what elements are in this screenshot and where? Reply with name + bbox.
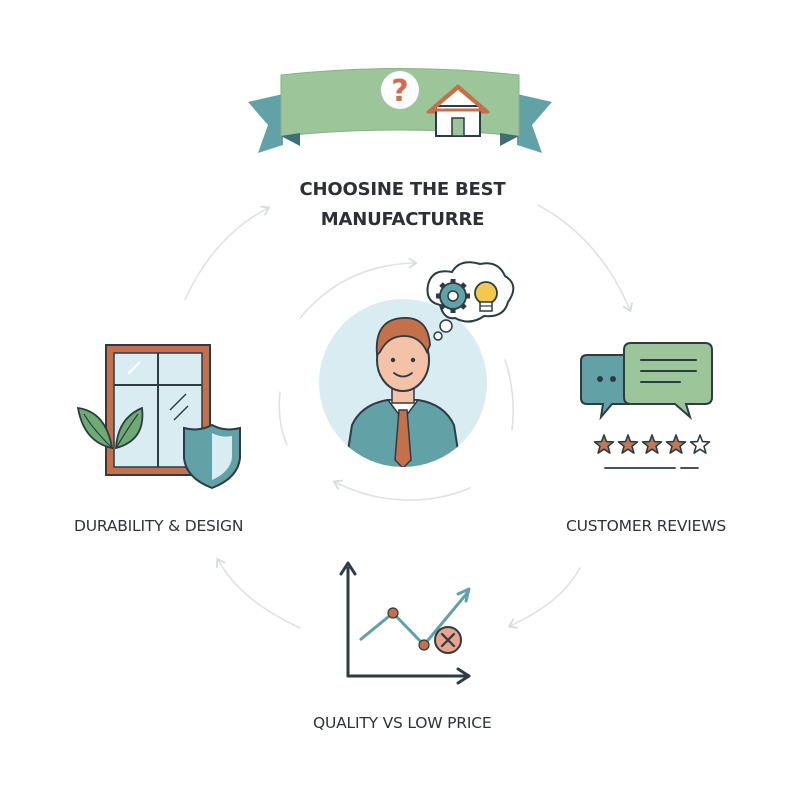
gear-icon (436, 279, 470, 313)
quality-vs-price-illustration (339, 561, 471, 685)
inner-arrow-right (504, 359, 514, 431)
star-filled (641, 434, 663, 454)
shield-icon (183, 423, 241, 490)
inner-arrow-bottom (332, 479, 471, 501)
factor-label-quality-vs-low-price: QUALITY VS LOW PRICE (313, 714, 492, 732)
leaf-icon (76, 406, 144, 450)
house-icon (426, 84, 490, 137)
title-line-2: MANUFACTURRE (320, 209, 485, 230)
star-filled (593, 434, 615, 454)
thought-bubble-icon (426, 261, 515, 341)
arrow-bottom-left (215, 557, 301, 629)
customer-reviews-illustration (580, 342, 713, 469)
person-icon (319, 299, 487, 467)
factor-label-durability-design: DURABILITY & DESIGN (74, 517, 244, 535)
line-chart-icon (339, 561, 471, 685)
arrow-top-left (184, 205, 271, 301)
inner-arrow-left (278, 391, 288, 446)
star-filled (665, 434, 687, 454)
arrow-bottom-right (507, 567, 581, 629)
star-empty (689, 434, 711, 454)
chat-bubbles-icon (580, 342, 713, 421)
banner-fold-right (500, 133, 519, 146)
banner-left-tail (248, 94, 283, 153)
inner-arrow-top (299, 257, 418, 319)
arrow-top-right (537, 204, 633, 313)
inner-cycle-arrows (278, 257, 514, 501)
banner-fold-left (281, 133, 300, 146)
lightbulb-icon (474, 281, 498, 312)
question-mark-icon: ? (381, 71, 419, 109)
question-mark-glyph: ? (391, 74, 408, 109)
outer-cycle-arrows (184, 204, 633, 629)
banner: ? (248, 68, 552, 153)
cross-icon (434, 626, 462, 654)
banner-right-tail (517, 94, 552, 153)
factor-label-customer-reviews: CUSTOMER REVIEWS (566, 517, 727, 535)
durability-design-illustration (76, 344, 241, 490)
title-line-1: CHOOSINE THE BEST (299, 179, 506, 200)
star-filled (617, 434, 639, 454)
star-rating-icon (593, 434, 711, 454)
page-title: CHOOSINE THE BEST MANUFACTURRE (250, 175, 555, 235)
